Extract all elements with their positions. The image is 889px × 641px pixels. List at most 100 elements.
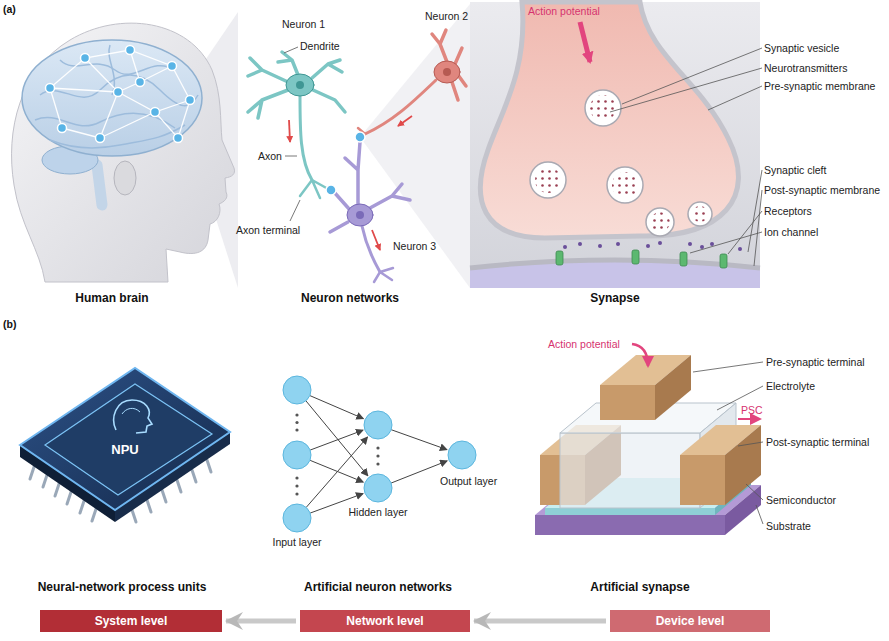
brain-network: [50, 50, 190, 138]
leader-line: [738, 442, 763, 446]
signal-arrow: [372, 230, 380, 250]
neuron-2: [443, 68, 451, 76]
part-label: Substrate: [766, 520, 811, 532]
npu-chip: [80, 501, 84, 513]
leader-line: [754, 190, 762, 266]
semiconductor-layer: [545, 508, 715, 515]
neuron-3: [347, 204, 373, 226]
signal-arrow: [289, 116, 412, 250]
action-potential-arrow: [580, 22, 590, 62]
synaptic-vesicle: [535, 167, 561, 193]
zoom-funnel: [360, 4, 470, 288]
gate-electrode: [600, 385, 655, 420]
ann-neuron: [283, 376, 476, 532]
leader-line: [610, 68, 762, 112]
neuron-3: [362, 226, 380, 272]
psc-arrow: [738, 418, 760, 420]
band-text: Network level: [346, 614, 423, 628]
part-label: Post-synaptic terminal: [766, 436, 869, 448]
neurotransmitter: [738, 247, 742, 251]
ellipsis-dots: [376, 454, 379, 457]
part-label: Synaptic vesicle: [764, 42, 839, 54]
leader-line: [756, 505, 763, 524]
synaptic-vesicle: [646, 208, 674, 236]
part-label: Neurotransmitters: [764, 62, 847, 74]
npu-chip: [43, 475, 47, 487]
action-potential-arrow: [632, 344, 648, 366]
neuron-2: [358, 30, 466, 140]
level-band: Device level: [610, 610, 770, 632]
neuron-2: [365, 80, 436, 134]
synapse-dot: [355, 132, 365, 142]
part-label: Semiconductor: [766, 494, 836, 506]
brain-network: [81, 54, 90, 63]
panel-caption: Artificial synapse: [540, 580, 740, 594]
synaptic-vesicle: [530, 90, 712, 236]
synapse-illustration: [480, 2, 738, 238]
ann-neuron: [364, 411, 392, 439]
npu-chip: [192, 470, 196, 482]
neuron-3: [370, 184, 410, 208]
ann-neuron: [364, 474, 392, 502]
brain: [22, 40, 202, 156]
electrode: [680, 455, 725, 505]
npu-chip: [177, 480, 181, 492]
part-label: Receptors: [764, 205, 812, 217]
brain-network: [136, 78, 145, 87]
neuron-3: [374, 268, 393, 282]
band-text: System level: [95, 614, 168, 628]
synaptic-vesicle: [688, 202, 712, 226]
electrolyte-layer: [560, 433, 700, 508]
artificial-synapse-device: [535, 344, 761, 535]
synapse-dot: [326, 132, 365, 195]
brain-network: [168, 62, 177, 71]
part-label: Dendrite: [300, 40, 340, 52]
brain-network: [151, 108, 160, 117]
human-head: [114, 161, 136, 195]
signal-label: PSC: [741, 404, 763, 416]
npu-chip: [132, 510, 136, 522]
layer-label: Output layer: [440, 475, 497, 487]
level-arrow: [226, 619, 296, 624]
ellipsis-dots: [376, 462, 379, 465]
panel-caption: Neural-network process units: [12, 580, 232, 594]
part-label: Pre-synaptic terminal: [766, 356, 865, 368]
npu-chip: [147, 500, 151, 512]
level-band: System level: [40, 610, 222, 632]
neurotransmitter: [700, 245, 704, 249]
brain: [40, 75, 198, 106]
leader-line: [693, 362, 763, 524]
ann-connection: [310, 460, 363, 482]
ann-neuron: [283, 504, 311, 532]
level-arrow: [474, 619, 606, 624]
part-label: Electrolyte: [766, 380, 815, 392]
leader-line: [285, 156, 297, 157]
ann-connection: [306, 401, 368, 476]
ellipsis-dots: [295, 413, 298, 416]
neuron-3: [330, 142, 410, 282]
neuron-2: [432, 30, 447, 62]
part-label: Neuron 3: [393, 240, 436, 252]
brain-network: [126, 46, 135, 55]
brain: [97, 165, 102, 205]
ann-connection: [391, 461, 447, 483]
human-head: [12, 23, 235, 282]
part-label: Pre-synaptic membrane: [764, 80, 875, 92]
ellipsis-dots: [376, 446, 379, 449]
ann-neuron: [283, 376, 311, 404]
ann-connection: [306, 396, 447, 513]
panel-caption: Human brain: [12, 291, 212, 305]
brain: [50, 125, 185, 148]
leader-line: [728, 211, 762, 254]
layer-label: Hidden layer: [328, 506, 428, 518]
brain-network: [174, 134, 183, 143]
level-band: Network level: [300, 610, 470, 632]
neurotransmitter: [616, 242, 620, 246]
part-label: Axon terminal: [236, 224, 300, 236]
neuron-2: [434, 61, 460, 83]
brain-network: [96, 134, 105, 143]
npu-chip: [20, 368, 230, 522]
ellipsis-dots: [295, 484, 298, 487]
